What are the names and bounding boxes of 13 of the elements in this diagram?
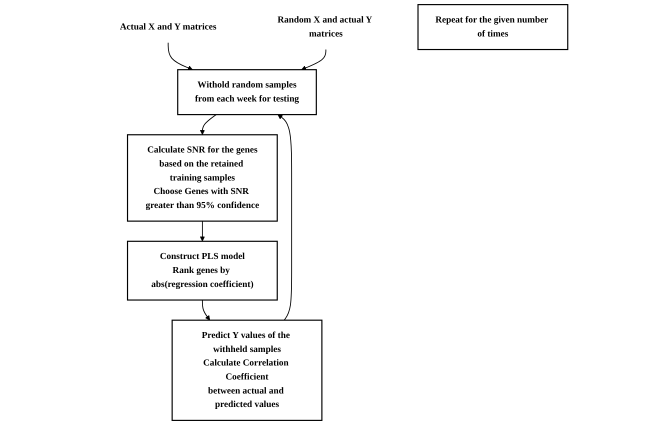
arrow (302, 49, 327, 70)
arrow (200, 114, 217, 135)
node-box: Construct PLS model Rank genes by abs(regression coefficient) (127, 240, 278, 301)
arrow (278, 114, 292, 321)
arrow (168, 42, 194, 70)
node-box: Calculate SNR for the genes based on the retained training samples Choose Genes with SNR greater than 95% confidence (127, 134, 278, 222)
arrow (200, 220, 206, 242)
node-text: Random X and actual Y matrices (278, 14, 372, 39)
node-box: Repeat for the given number of times (418, 4, 569, 50)
node-box: Predict Y values of the withheld samples Calculate Correlation Coefficient between actual and predicted values (172, 320, 323, 421)
arrow (202, 300, 210, 320)
node-box: Withold random samples from each week for testing (177, 69, 318, 116)
node-text: Actual X and Y matrices (120, 22, 217, 32)
